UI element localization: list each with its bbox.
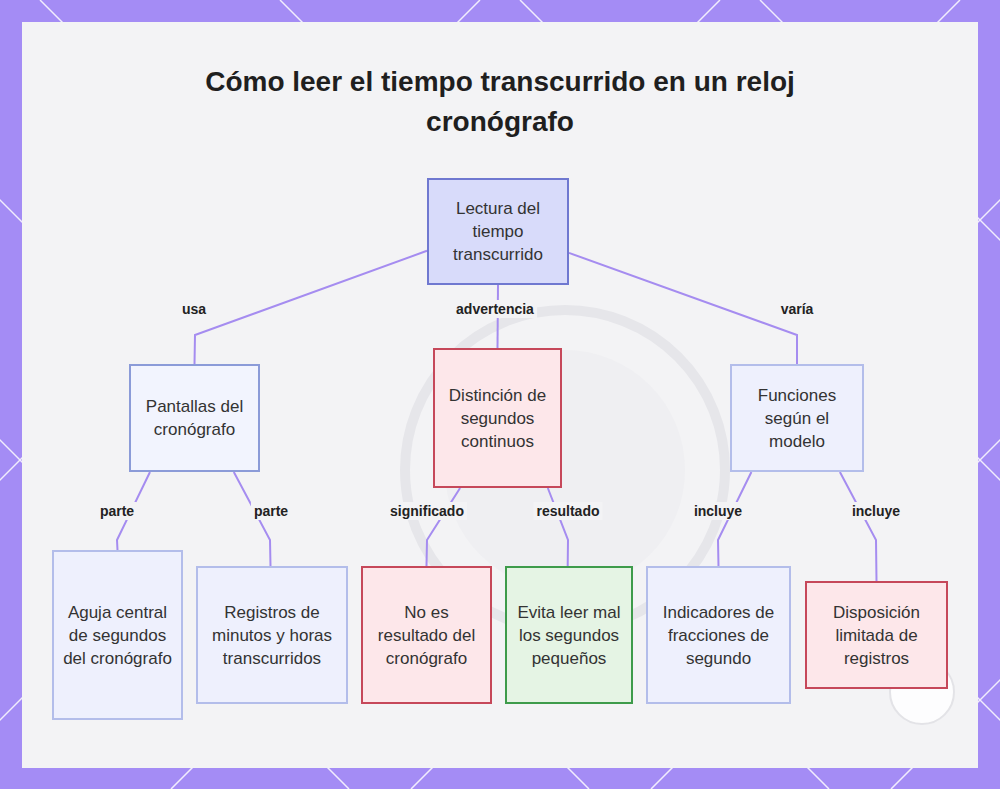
category-box: Funciones según el modelo: [730, 364, 864, 472]
node-text-group: Lectura del tiempo transcurrido: [437, 197, 559, 266]
node-text: Lectura del tiempo transcurrido: [437, 197, 559, 266]
node-text: Registros de minutos y horas transcurrid…: [206, 601, 338, 670]
panel: [22, 22, 978, 768]
connector-line: [195, 251, 428, 364]
edge-label: advertencia: [453, 300, 537, 318]
node-text-group: Registros de minutos y horas transcurrid…: [206, 601, 338, 670]
edge-label: usa: [179, 300, 209, 318]
node-text-group: Indicadores de fracciones de segundo: [656, 601, 781, 670]
edge-label: incluye: [691, 502, 745, 520]
leaf-box: Indicadores de fracciones de segundo: [646, 566, 791, 704]
diagram-title: Cómo leer el tiempo transcurrido en un r…: [200, 62, 800, 142]
node-text: Evita leer mal los segundos pequeños: [515, 601, 623, 670]
node-text: Funciones según el modelo: [740, 384, 854, 453]
connector-line: [548, 488, 568, 566]
warning-leaf-box: No es resultado del cronógrafo: [361, 566, 492, 704]
warning-box: Distinción de segundos continuos: [433, 348, 562, 488]
connector-line: [427, 488, 461, 566]
category-box: Pantallas del cronógrafo: [129, 364, 260, 472]
node-text: No es resultado del cronógrafo: [371, 601, 482, 670]
edge-label: parte: [251, 502, 291, 520]
node-text: Disposición limitada de registros: [815, 601, 938, 670]
node-text: Indicadores de fracciones de segundo: [656, 601, 781, 670]
node-text-group: Disposición limitada de registros: [815, 601, 938, 670]
root-box: Lectura del tiempo transcurrido: [427, 178, 569, 285]
leaf-box: Registros de minutos y horas transcurrid…: [196, 566, 348, 704]
node-text: Pantallas del cronógrafo: [139, 395, 250, 441]
leaf-box: Aguja central de segundos del cronógrafo: [52, 550, 183, 720]
connector-line: [569, 253, 797, 364]
node-text-group: Evita leer mal los segundos pequeños: [515, 601, 623, 670]
warning-leaf-box: Disposición limitada de registros: [805, 581, 948, 689]
node-text-group: Distinción de segundos continuos: [443, 384, 552, 453]
connector-line: [840, 472, 877, 581]
node-text-group: No es resultado del cronógrafo: [371, 601, 482, 670]
edge-label: varía: [778, 300, 817, 318]
node-text-group: Pantallas del cronógrafo: [139, 395, 250, 441]
edge-label: parte: [97, 502, 137, 520]
node-text-group: Aguja central de segundos del cronógrafo: [62, 601, 173, 670]
node-text: Distinción de segundos continuos: [443, 384, 552, 453]
node-text: Aguja central de segundos del cronógrafo: [62, 601, 173, 670]
edge-label: incluye: [849, 502, 903, 520]
edge-label: resultado: [533, 502, 602, 520]
node-text-group: Funciones según el modelo: [740, 384, 854, 453]
result-box: Evita leer mal los segundos pequeños: [505, 566, 633, 704]
edge-label: significado: [387, 502, 467, 520]
